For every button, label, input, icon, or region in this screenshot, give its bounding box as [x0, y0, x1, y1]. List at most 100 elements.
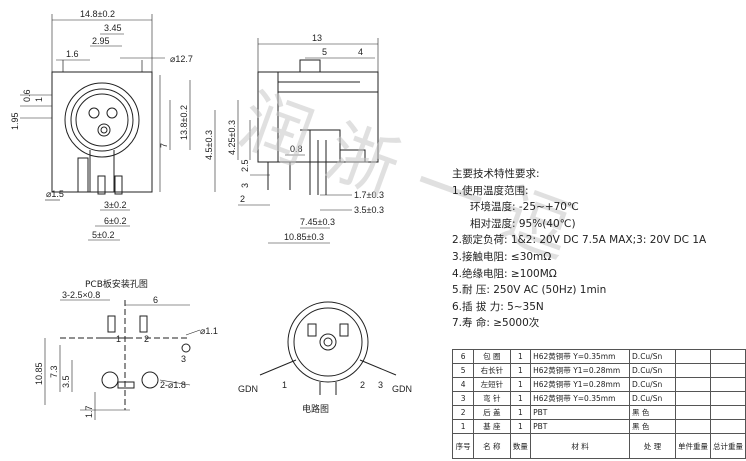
dim-text: 3.45 [104, 23, 122, 33]
table-cell [709, 377, 746, 392]
table-cell: 1 [509, 405, 532, 420]
dim-text: 2.5 [240, 159, 250, 172]
front-view [51, 60, 153, 195]
table-cell: 1 [509, 391, 532, 406]
table-cell: 右长针 [473, 363, 511, 378]
table-cell [674, 391, 711, 406]
dim-text: 14.8±0.2 [80, 9, 115, 19]
table-cell [709, 391, 746, 406]
table-cell: 左短针 [473, 377, 511, 392]
table-header-row: 序号名 称数量材 料处 理单件重量总计重量 [451, 433, 746, 459]
spec-list: 主要技术特性要求: 1.使用温度范围: 环境温度: -25~+70℃ 相对湿度:… [452, 166, 746, 332]
front-dimension-lines [20, 14, 216, 241]
table-header-cell: 单件重量 [674, 433, 711, 459]
table-cell [709, 405, 746, 420]
dim-text: 1 [34, 97, 44, 102]
circuit-label: GDN [238, 384, 258, 394]
pin-label: 1 [116, 334, 121, 344]
pcb-title: PCB板安装孔图 [85, 278, 148, 290]
spec-line: 5.耐 压: 250V AC (50Hz) 1min [452, 284, 607, 297]
dim-text: 0.8 [290, 144, 303, 154]
dim-text: 4.25±0.3 [227, 120, 237, 155]
table-cell [674, 349, 711, 364]
dim-text: 2 [240, 194, 245, 204]
spec-line: 相对湿度: 95%(40℃) [470, 217, 576, 230]
circuit-label: 1 [282, 380, 287, 390]
table-cell: 2 [451, 405, 475, 420]
dim-text: 2.95 [92, 36, 110, 46]
dim-text: ⌀12.7 [170, 54, 193, 64]
table-cell: 1 [451, 419, 475, 434]
table-cell: D.Cu/Sn [629, 377, 676, 392]
pcb-dimension-lines [44, 299, 201, 420]
table-cell: D.Cu/Sn [629, 363, 676, 378]
table-cell [674, 405, 711, 420]
table-header-cell: 处 理 [629, 433, 676, 459]
dim-text: 6 [153, 295, 158, 305]
spec-line: 7.寿 命: ≥5000次 [452, 317, 540, 330]
dim-text: 3.5±0.3 [354, 205, 384, 215]
table-cell: D.Cu/Sn [629, 391, 676, 406]
circuit-label: GDN [392, 384, 412, 394]
dim-text: 1.7 [84, 405, 94, 418]
table-header-cell: 名 称 [473, 433, 511, 459]
table-cell: 1 [509, 363, 532, 378]
dim-text: 4 [358, 47, 363, 57]
dim-text: 4.5±0.3 [204, 130, 214, 160]
spec-line: 6.插 拔 力: 5~35N [452, 300, 544, 313]
dim-text: 13.8±0.2 [179, 105, 189, 140]
dim-text: 13 [312, 33, 322, 43]
spec-title: 主要技术特性要求: [452, 168, 540, 180]
dim-text: 3-2.5×0.8 [62, 290, 100, 300]
side-view [257, 59, 379, 195]
dim-text: 5±0.2 [92, 230, 114, 240]
pcb-texts: PCB板安装孔图 3-2.5×0.8 6 ⌀1.1 10.85 7.3 3.5 … [34, 278, 218, 418]
table-cell: 黑 色 [629, 405, 676, 420]
table-cell: 3 [451, 391, 475, 406]
dim-text: 0.6 [22, 89, 32, 102]
table-cell: 弯 针 [473, 391, 511, 406]
dim-text: 7.45±0.3 [300, 217, 335, 227]
table-cell [674, 419, 711, 434]
dim-text: 7.3 [49, 365, 59, 378]
table-cell: 1 [509, 377, 532, 392]
table-cell: 5 [451, 363, 475, 378]
dim-text: 3.5 [61, 375, 71, 388]
spec-line: 环境温度: -25~+70℃ [470, 201, 579, 214]
table-cell [709, 349, 746, 364]
dim-text: 3±0.2 [104, 200, 126, 210]
front-dimension-texts: 14.8±0.2 3.45 2.95 1.6 0.6 1 1.95 ⌀12.7 … [10, 9, 214, 240]
pcb-hole-layout [60, 300, 191, 410]
table-cell: PBT [530, 419, 631, 434]
circuit-label: 2 [360, 380, 365, 390]
spec-line: 3.接触电阻: ≤30mΩ [452, 250, 552, 263]
table-cell: 1 [509, 419, 532, 434]
dim-text: 5 [322, 47, 327, 57]
circuit-title: 电路图 [302, 403, 329, 415]
dim-text: 1.7±0.3 [354, 190, 384, 200]
table-cell [709, 419, 746, 434]
table-cell: H62黄铜带 Y1=0.28mm [530, 363, 631, 378]
dim-text: ⌀1.1 [200, 326, 218, 336]
table-cell [674, 377, 711, 392]
circuit-texts: GDN 1 2 3 GDN 电路图 [238, 380, 412, 415]
table-cell: 后 盖 [473, 405, 511, 420]
table-cell: 包 圈 [473, 349, 511, 364]
table-cell: 基 座 [473, 419, 511, 434]
spec-line: 2.额定负荷: 1&2: 20V DC 7.5A MAX;3: 20V DC 1… [452, 234, 707, 247]
table-cell [674, 363, 711, 378]
side-dimension-texts: 13 5 4 4.25±0.3 0.8 2.5 3 2 1.7±0.3 3.5±… [227, 33, 384, 242]
dim-text: ⌀1.5 [46, 189, 64, 199]
table-cell: 6 [451, 349, 475, 364]
table-cell: H62黄铜带 Y1=0.28mm [530, 377, 631, 392]
table-cell: D.Cu/Sn [629, 349, 676, 364]
dim-text: 6±0.2 [104, 216, 126, 226]
spec-line: 1.使用温度范围: [452, 184, 529, 197]
